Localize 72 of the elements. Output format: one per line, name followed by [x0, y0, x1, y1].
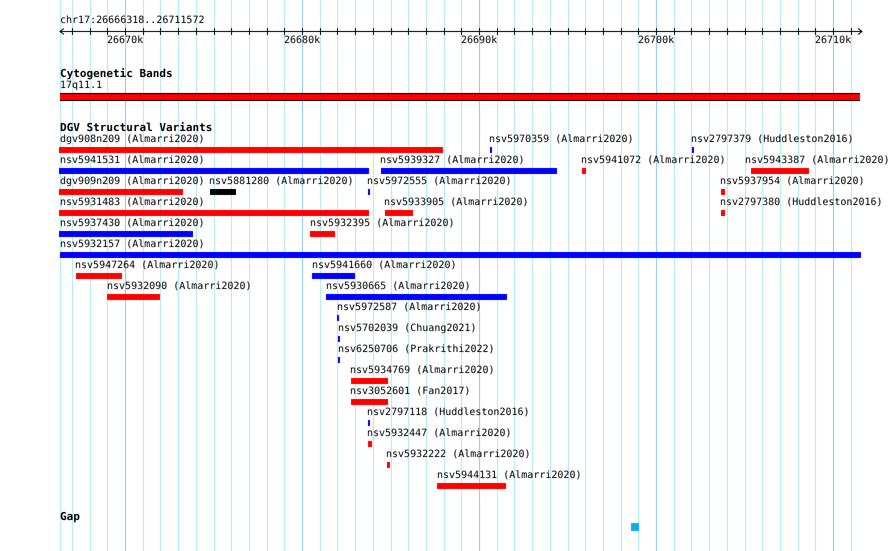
variant-label: dgv909n209 (Almarri2020) — [60, 176, 204, 188]
structural-variant — [337, 302, 482, 321]
structural-variant — [367, 407, 530, 426]
variant-label: nsv5932447 (Almarri2020) — [367, 428, 512, 440]
structural-variant — [59, 176, 204, 195]
variant-label: nsv5972587 (Almarri2020) — [337, 302, 482, 314]
axis-tick-label: 26690k — [461, 35, 498, 47]
variant-label: nsv5930665 (Almarri2020) — [326, 281, 472, 293]
structural-variant — [338, 344, 495, 363]
chromosome-position: chr17:26666318..26711572 — [60, 15, 204, 27]
variant-label: nsv2797118 (Huddleston2016) — [367, 407, 530, 419]
variant-label: nsv2797379 (Huddleston2016) — [691, 134, 854, 146]
variant-label: nsv5970359 (Almarri2020) — [489, 134, 634, 146]
variant-label: nsv5702039 (Chuang2021) — [338, 323, 476, 335]
structural-variant — [75, 260, 220, 279]
variant-label: nsv5934769 (Almarri2020) — [350, 365, 494, 377]
variant-label: nsv5941660 (Almarri2020) — [312, 260, 456, 272]
variant-label: nsv5944131 (Almarri2020) — [437, 470, 582, 482]
axis-tick-label: 26700k — [638, 35, 674, 47]
variant-label: nsv5947264 (Almarri2020) — [75, 260, 220, 272]
variant-label: nsv5932395 (Almarri2020) — [310, 218, 454, 230]
variant-label: nsv5933905 (Almarri2020) — [384, 197, 528, 209]
structural-variant — [581, 155, 726, 174]
band-label: 17q11.1 — [60, 80, 104, 92]
gap-block — [631, 523, 639, 531]
structural-variant — [60, 239, 861, 258]
structural-variant — [350, 386, 470, 405]
structural-variant — [209, 176, 354, 195]
axis-tick-label: 26680k — [284, 35, 320, 47]
variant-label: nsv5937954 (Almarri2020) — [720, 176, 864, 188]
variant-label: dgv908n209 (Almarri2020) — [60, 134, 206, 146]
structural-variant — [720, 176, 864, 195]
variant-label: nsv5937430 (Almarri2020) — [60, 218, 204, 230]
structural-variant — [312, 260, 456, 279]
structural-variant — [59, 197, 369, 216]
structural-variant — [367, 428, 512, 447]
structural-variant — [59, 218, 204, 237]
structural-variant — [720, 197, 883, 216]
structural-variant — [59, 134, 443, 153]
axis-tick-label: 26710k — [815, 35, 852, 47]
structural-variant — [107, 281, 252, 300]
axis-tick-label: 26670k — [107, 35, 144, 47]
variant-label: nsv5932090 (Almarri2020) — [107, 281, 252, 293]
structural-variant — [386, 449, 530, 468]
structural-variant — [437, 470, 582, 489]
structural-variant — [691, 134, 854, 153]
track-heading: Cytogenetic Bands — [60, 68, 173, 80]
variant-label: nsv5941531 (Almarri2020) — [60, 155, 206, 167]
variant-label: nsv5939327 (Almarri2020) — [380, 155, 526, 167]
variant-label: nsv3052601 (Fan2017) — [350, 386, 470, 398]
structural-variant — [326, 281, 507, 300]
structural-variant — [310, 218, 454, 237]
structural-variant — [59, 155, 369, 174]
structural-variant — [367, 176, 512, 195]
variant-label: nsv5943387 (Almarri2020) — [745, 155, 890, 167]
variant-label: nsv5932222 (Almarri2020) — [386, 449, 530, 461]
variant-label: nsv6250706 (Prakrithi2022) — [338, 344, 495, 356]
cytoband-track — [60, 80, 860, 101]
variant-label: nsv5932157 (Almarri2020) — [60, 239, 206, 251]
structural-variant — [338, 323, 476, 342]
structural-variant — [380, 155, 557, 174]
structural-variant — [384, 197, 528, 216]
structural-variant — [350, 365, 494, 384]
structural-variant — [489, 134, 634, 153]
variant-label: nsv5972555 (Almarri2020) — [367, 176, 512, 188]
track-heading: Gap — [60, 511, 80, 523]
variant-label: nsv2797380 (Huddleston2016) — [720, 197, 883, 209]
variant-label: nsv5931483 (Almarri2020) — [60, 197, 206, 209]
track-heading: DGV Structural Variants — [60, 122, 212, 134]
variant-label: nsv5941072 (Almarri2020) — [581, 155, 726, 167]
structural-variant — [745, 155, 890, 174]
variant-label: nsv5881280 (Almarri2020) — [209, 176, 354, 188]
